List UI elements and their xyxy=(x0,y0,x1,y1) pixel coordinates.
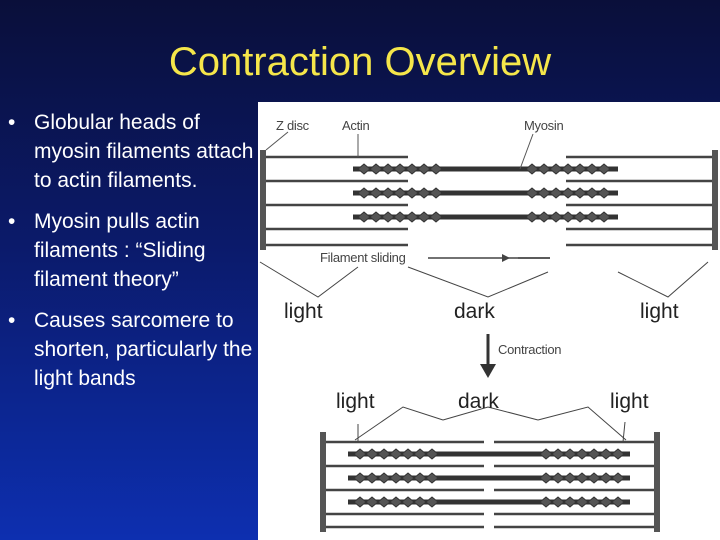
slide-title: Contraction Overview xyxy=(168,40,552,84)
myosin-label: Myosin xyxy=(524,118,564,133)
top-band-brackets xyxy=(259,261,709,298)
bottom-band-brackets xyxy=(354,406,627,443)
bottom-band-dark: dark xyxy=(458,390,499,413)
actin-filaments-top-right xyxy=(566,155,712,247)
bullet-marker: • xyxy=(8,210,16,233)
bullet-item: • Myosin pulls actin filaments : “Slidin… xyxy=(8,207,256,294)
bullet-text: Myosin pulls actin filaments : “Sliding … xyxy=(34,210,206,291)
actin-filaments-bottom-left xyxy=(326,440,484,529)
bottom-band-light-right: light xyxy=(610,390,649,413)
myosin-heads-top xyxy=(357,163,611,223)
contraction-arrow-head xyxy=(480,364,496,378)
sarcomere-diagram: Z disc Actin Myosin Filament sliding Con… xyxy=(258,102,720,540)
sarcomere-svg xyxy=(259,131,718,532)
top-band-light-right: light xyxy=(640,300,679,323)
contraction-label: Contraction xyxy=(498,342,562,357)
bullet-text: Globular heads of myosin filaments attac… xyxy=(34,111,254,192)
actin-filaments-bottom-right xyxy=(494,440,654,529)
bullet-item: • Globular heads of myosin filaments att… xyxy=(8,108,256,195)
bullet-marker: • xyxy=(8,309,16,332)
actin-filaments-top-left xyxy=(266,155,408,247)
z-disc-pointer xyxy=(265,131,289,151)
myosin-heads-bottom xyxy=(353,448,625,508)
bullet-marker: • xyxy=(8,111,16,134)
bullet-text: Causes sarcomere to shorten, particularl… xyxy=(34,309,253,390)
z-disc-label: Z disc xyxy=(276,118,309,133)
z-disc-left-contracted xyxy=(320,432,326,532)
top-band-dark: dark xyxy=(454,300,495,323)
myosin-pointer xyxy=(519,133,534,170)
bullet-item: • Causes sarcomere to shorten, particula… xyxy=(8,306,256,393)
bullet-list: • Globular heads of myosin filaments att… xyxy=(8,108,256,405)
bottom-band-light-left: light xyxy=(336,390,375,413)
z-disc-left xyxy=(260,150,266,250)
filament-sliding-label: Filament sliding xyxy=(320,250,406,265)
z-disc-right-contracted xyxy=(654,432,660,532)
z-disc-right xyxy=(712,150,718,250)
actin-label: Actin xyxy=(342,118,370,133)
sliding-arrow-head xyxy=(502,254,510,262)
top-band-light-left: light xyxy=(284,300,323,323)
